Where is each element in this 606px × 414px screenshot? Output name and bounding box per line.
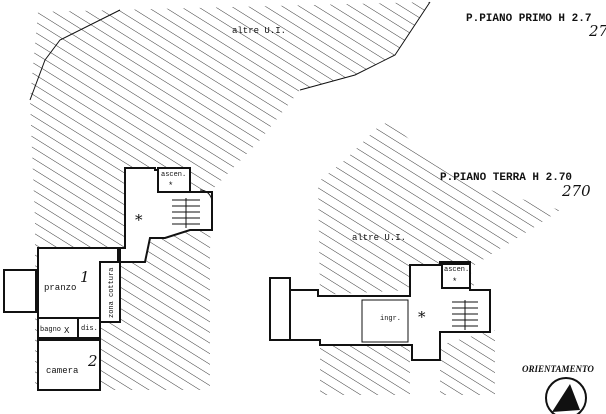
cross-mark-bagno: X <box>64 326 70 336</box>
stair-steps-right <box>452 300 478 330</box>
entry-porch <box>269 277 291 341</box>
first-floor-height-handwritten: 270 <box>588 22 606 40</box>
stair-steps-left <box>172 198 200 228</box>
other-units-label-upper: altre U.I. <box>232 26 286 36</box>
room-label-pranzo: pranzo <box>44 283 76 293</box>
other-units-outline-upper <box>29 1 431 101</box>
room-label-disimpegno: dis. <box>81 325 98 333</box>
room-number-1: 1 <box>80 268 90 286</box>
ground-floor-height-handwritten: 270 <box>561 182 591 200</box>
balcony-left <box>3 269 37 313</box>
room-ingresso <box>361 299 409 343</box>
room-zona-cottura <box>99 261 121 323</box>
room-label-zona-cottura: zona cottura <box>108 268 116 318</box>
room-camera <box>37 339 101 391</box>
star-marker-stair-right: * <box>418 308 426 326</box>
orientation-compass <box>545 377 587 414</box>
other-units-label-lower: altre U.I. <box>352 233 406 243</box>
other-units-hatched-area-lower <box>318 122 560 295</box>
elevator-box-left <box>157 167 191 193</box>
ground-floor-unit <box>289 261 491 361</box>
first-floor-title: P.PIANO PRIMO H 2.7 <box>466 13 591 25</box>
elevator-label-right: ascen. <box>444 266 469 274</box>
other-units-hatched-area-upper <box>30 2 430 390</box>
ground-floor-title: P.PIANO TERRA H 2.70 <box>440 172 572 184</box>
room-label-ingresso: ingr. <box>380 315 401 323</box>
star-marker-elevator-right: * <box>452 277 457 287</box>
room-disimpegno <box>77 317 101 339</box>
room-number-2: 2 <box>87 352 98 370</box>
room-label-camera: camera <box>46 366 79 376</box>
room-label-bagno: bagno <box>40 326 61 334</box>
orientation-label: ORIENTAMENTO <box>522 364 594 374</box>
elevator-label-left: ascen. <box>161 171 186 179</box>
door-arc-left <box>199 189 213 203</box>
star-marker-stair-left: * <box>135 211 143 229</box>
elevator-box-right <box>441 263 471 289</box>
star-marker-elevator-left: * <box>168 181 173 191</box>
other-units-hatched-area-bottom <box>320 330 495 395</box>
